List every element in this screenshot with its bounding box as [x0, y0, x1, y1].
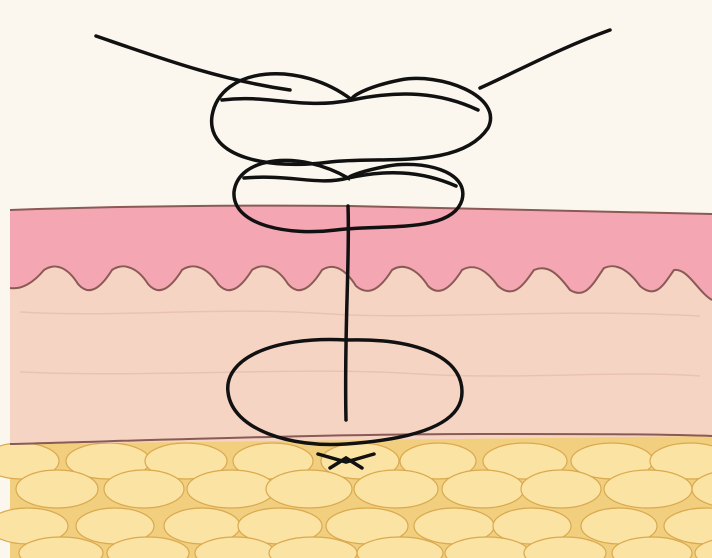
dermis-layer [10, 268, 712, 444]
dermis [10, 268, 712, 444]
fat-lobule [354, 470, 438, 508]
fat-lobule [521, 470, 601, 508]
fat-lobule [104, 470, 184, 508]
fat-lobule [266, 470, 352, 508]
fat-lobule [604, 470, 692, 508]
subcutaneous-fat-layer [0, 432, 712, 558]
fat-lobule [187, 470, 275, 508]
fat-lobule [442, 470, 524, 508]
fat-lobule [16, 470, 98, 508]
